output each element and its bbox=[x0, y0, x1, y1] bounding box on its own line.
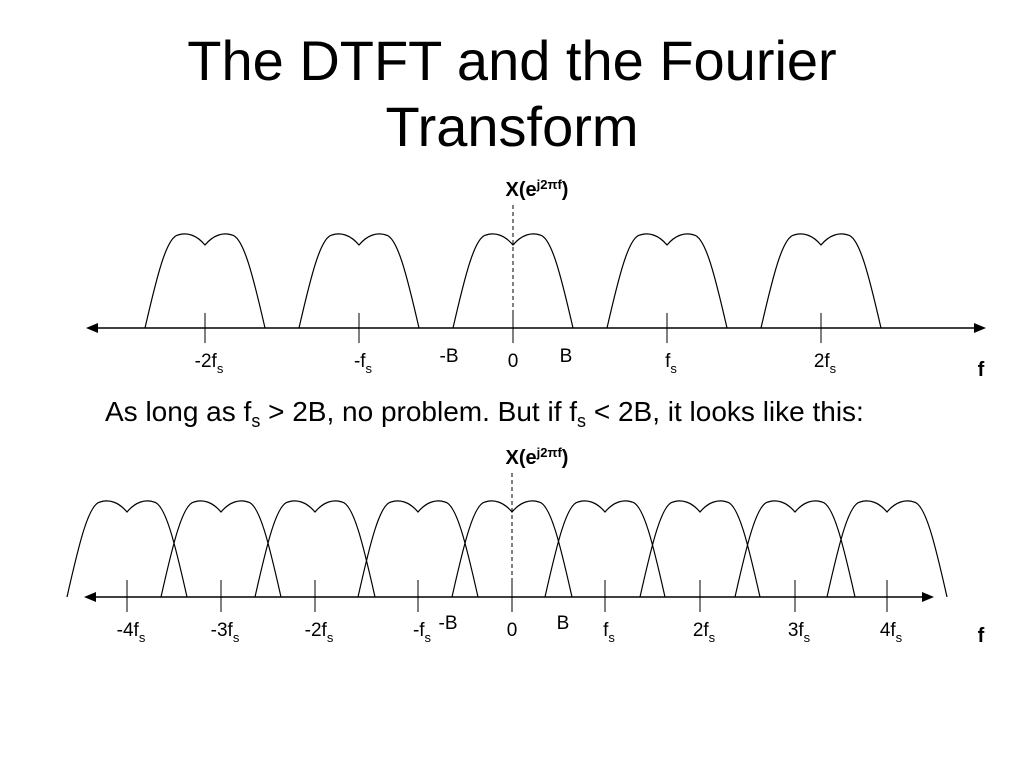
bottom-spectrum-lobe bbox=[357, 500, 479, 598]
top-tick-label: -2fs bbox=[195, 351, 224, 376]
top-spectrum-plot: X(ej2πf) f -2fs -fs 0 fs 2fs -B B bbox=[86, 177, 986, 381]
bottom-band-label-minus-b: -B bbox=[439, 613, 458, 634]
bottom-tick-label: -3fs bbox=[211, 620, 240, 645]
top-spectrum-lobe bbox=[760, 233, 882, 329]
bottom-spectrum-lobe bbox=[254, 500, 376, 598]
top-xlabel: f bbox=[978, 359, 985, 381]
bottom-spectrum-plot: X(ej2πf) f -4fs -3fs -2fs -fs 0 fs 2fs 3fs 4fs -B… bbox=[66, 445, 985, 647]
bottom-tick-label: fs bbox=[603, 620, 615, 645]
top-spectrum-lobe bbox=[144, 233, 266, 329]
title-line-1: The DTFT and the Fourier bbox=[187, 29, 837, 92]
bottom-spectrum-lobe bbox=[734, 500, 856, 598]
bottom-ylabel: X(ej2πf) bbox=[506, 445, 569, 469]
bottom-spectrum-lobe bbox=[160, 500, 282, 598]
bottom-xlabel: f bbox=[978, 625, 985, 647]
top-band-label-minus-b: -B bbox=[440, 346, 459, 367]
top-axis-right-arrow bbox=[974, 323, 986, 333]
bottom-axis-right-arrow bbox=[922, 592, 934, 602]
bottom-spectrum-lobe bbox=[639, 500, 761, 598]
bottom-tick-label: -2fs bbox=[305, 620, 334, 645]
bottom-tick-label: 0 bbox=[507, 620, 518, 641]
bottom-tick-label: 3fs bbox=[788, 620, 811, 645]
top-spectrum-lobe bbox=[452, 233, 574, 329]
top-tick-label: -fs bbox=[354, 351, 373, 376]
top-tick-label: 0 bbox=[508, 351, 519, 372]
top-tick-label: fs bbox=[665, 351, 677, 376]
bottom-tick-label: -fs bbox=[413, 620, 432, 645]
page-title: The DTFT and the Fourier Transform bbox=[0, 28, 1024, 160]
bottom-axis-left-arrow bbox=[84, 592, 96, 602]
bottom-spectrum-lobe bbox=[826, 500, 948, 598]
bottom-tick-label: 2fs bbox=[693, 620, 716, 645]
top-ylabel: X(ej2πf) bbox=[506, 177, 569, 201]
aliasing-sentence: As long as fs > 2B, no problem. But if f… bbox=[105, 396, 864, 431]
bottom-spectrum-lobe bbox=[544, 500, 666, 598]
top-tick-label: 2fs bbox=[814, 351, 837, 376]
top-band-label-b: B bbox=[560, 346, 573, 367]
bottom-tick-label: 4fs bbox=[880, 620, 903, 645]
title-line-2: Transform bbox=[385, 95, 639, 158]
top-spectrum-lobe bbox=[606, 233, 728, 329]
bottom-spectrum-lobe bbox=[66, 500, 188, 598]
bottom-band-label-b: B bbox=[557, 613, 570, 634]
top-axis-left-arrow bbox=[86, 323, 98, 333]
bottom-tick-label: -4fs bbox=[117, 620, 146, 645]
top-spectrum-lobe bbox=[298, 233, 420, 329]
